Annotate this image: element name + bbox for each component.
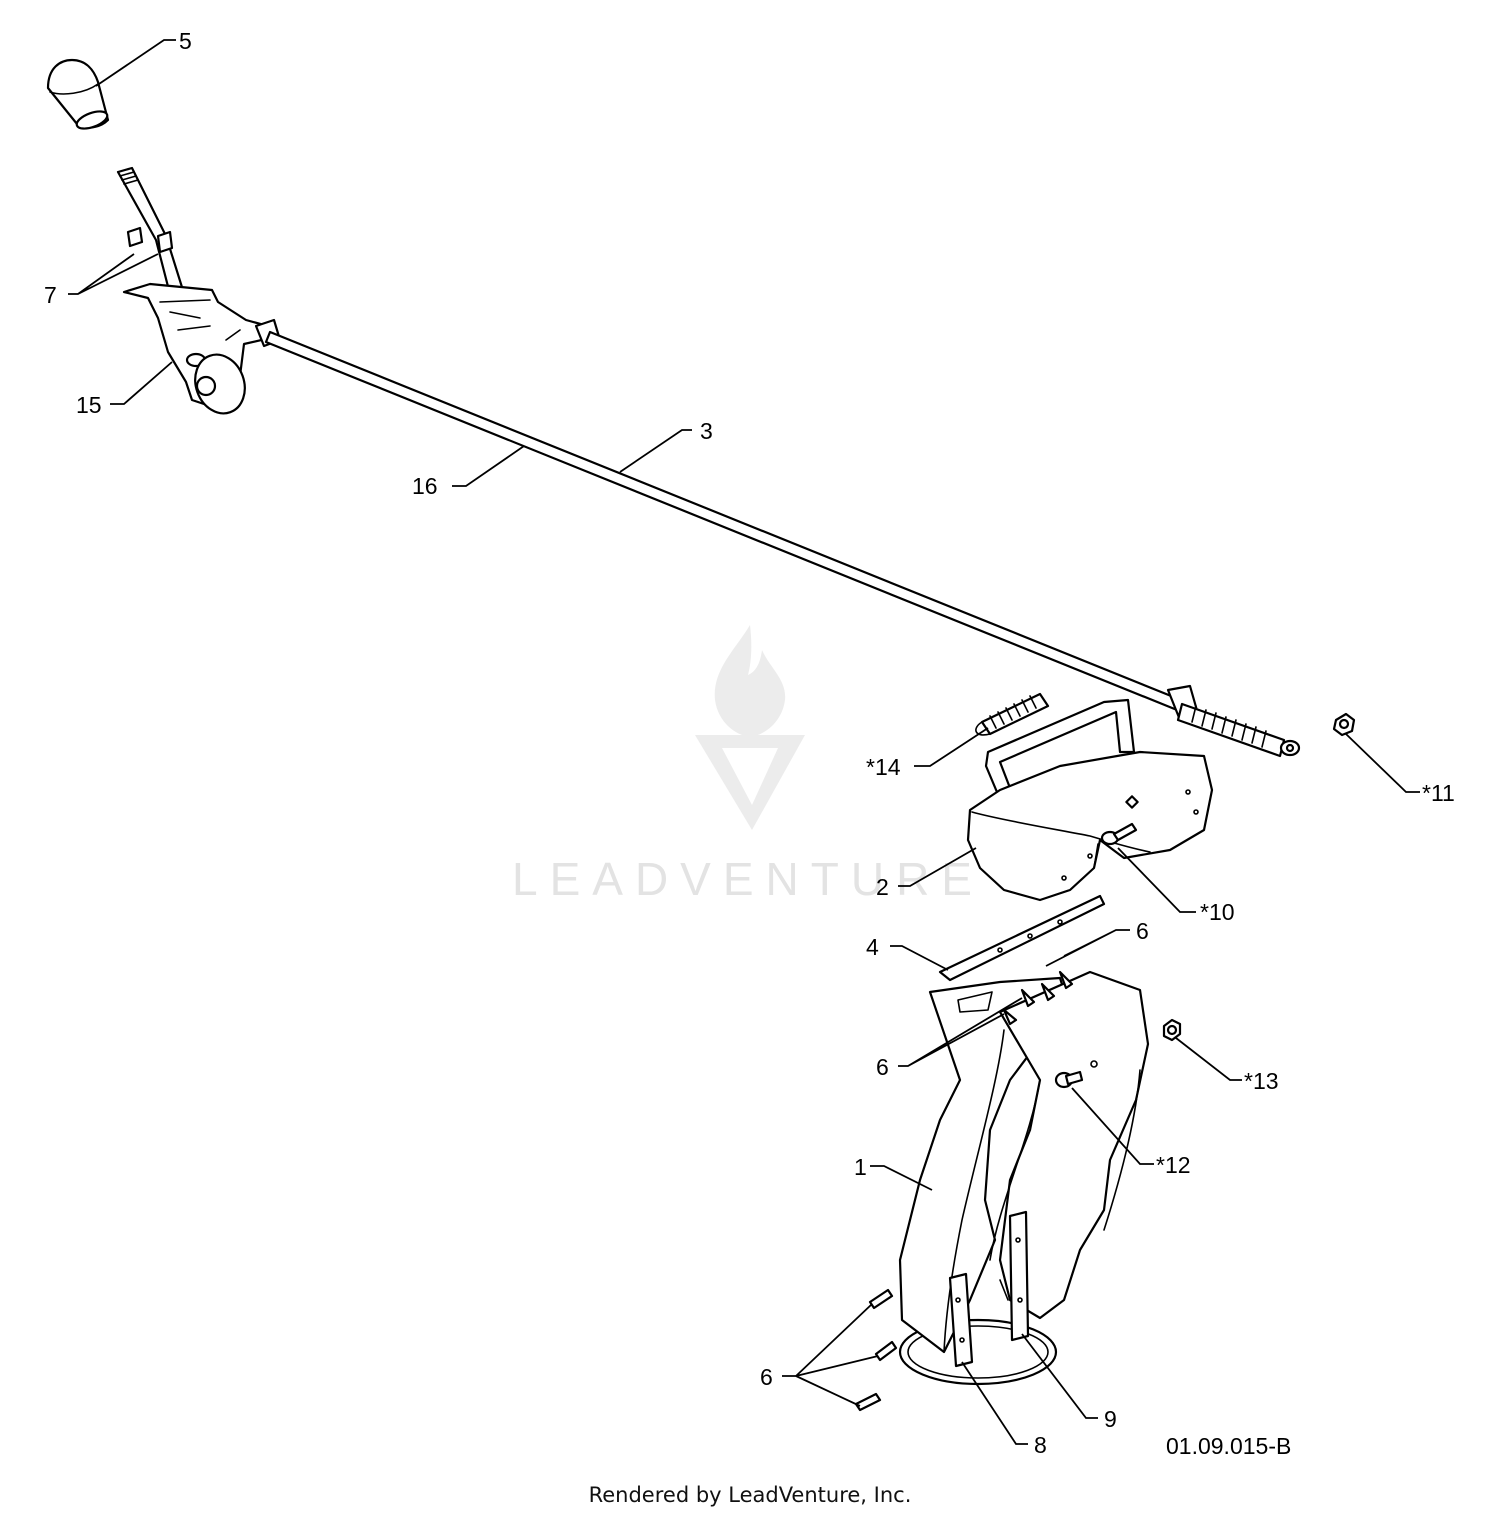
- leader-6-mid: [898, 997, 1023, 1067]
- leader-16: [452, 445, 525, 487]
- part-bolt-12: [1054, 1070, 1084, 1089]
- callout-1: 1: [854, 1154, 867, 1180]
- callout-9: 9: [1104, 1406, 1117, 1432]
- callout-6-top: 6: [1136, 918, 1149, 944]
- callout-10: *10: [1200, 899, 1235, 925]
- callout-2: 2: [876, 874, 889, 900]
- leader-12: [1071, 1087, 1154, 1165]
- part-spring: [975, 692, 1050, 736]
- callout-8: 8: [1034, 1432, 1047, 1458]
- leader-7: [68, 253, 159, 295]
- leader-2: [898, 847, 977, 887]
- leader-8: [961, 1361, 1028, 1445]
- leader-13: [1175, 1037, 1242, 1081]
- drawing-number: 01.09.015-B: [1166, 1433, 1291, 1459]
- leader-5: [95, 39, 176, 87]
- callout-7: 7: [44, 282, 57, 308]
- part-screws-lower: [854, 1288, 898, 1412]
- leader-lines: [68, 39, 1420, 1445]
- callout-11: *11: [1422, 780, 1455, 806]
- watermark-v-icon: [695, 735, 805, 830]
- leader-15: [110, 361, 173, 405]
- part-deflector: [966, 698, 1214, 902]
- part-bolt-10: [1100, 822, 1138, 846]
- callout-labels: 5 7 15 16 3 *14 *11 2 *10 4 6 6 *13 *12 …: [44, 28, 1455, 1458]
- leader-9: [1021, 1333, 1098, 1419]
- watermark-flame-icon: [714, 625, 786, 737]
- part-rod: [264, 330, 1301, 758]
- callout-14: *14: [866, 754, 901, 780]
- leader-4: [890, 945, 949, 971]
- part-chute: [898, 970, 1150, 1386]
- footer-credit: Rendered by LeadVenture, Inc.: [589, 1483, 912, 1507]
- callout-4: 4: [866, 934, 879, 960]
- part-nut-13: [1162, 1018, 1182, 1042]
- callout-13: *13: [1244, 1068, 1279, 1094]
- callout-12: *12: [1156, 1152, 1191, 1178]
- leader-14: [914, 727, 989, 767]
- part-nut-11: [1332, 712, 1356, 737]
- leader-10: [1117, 847, 1196, 913]
- leader-6-top: [1045, 929, 1130, 967]
- callout-3: 3: [700, 418, 713, 444]
- part-knob: [46, 58, 110, 130]
- leader-1: [870, 1165, 933, 1191]
- watermark-logo-text: LEADVENTURE: [512, 853, 984, 905]
- leader-11: [1345, 733, 1420, 793]
- leader-6-bottom: [782, 1303, 879, 1407]
- callout-15: 15: [76, 392, 102, 418]
- watermark: LEADVENTURE: [512, 625, 984, 905]
- callout-6-mid: 6: [876, 1054, 889, 1080]
- leader-3: [619, 429, 692, 473]
- part-strip: [938, 894, 1106, 982]
- callout-5: 5: [179, 28, 192, 54]
- part-shift-lever-bracket: [116, 166, 282, 415]
- callout-16: 16: [412, 473, 438, 499]
- part-screws-upper: [1002, 970, 1074, 1026]
- callout-6-bottom: 6: [760, 1364, 773, 1390]
